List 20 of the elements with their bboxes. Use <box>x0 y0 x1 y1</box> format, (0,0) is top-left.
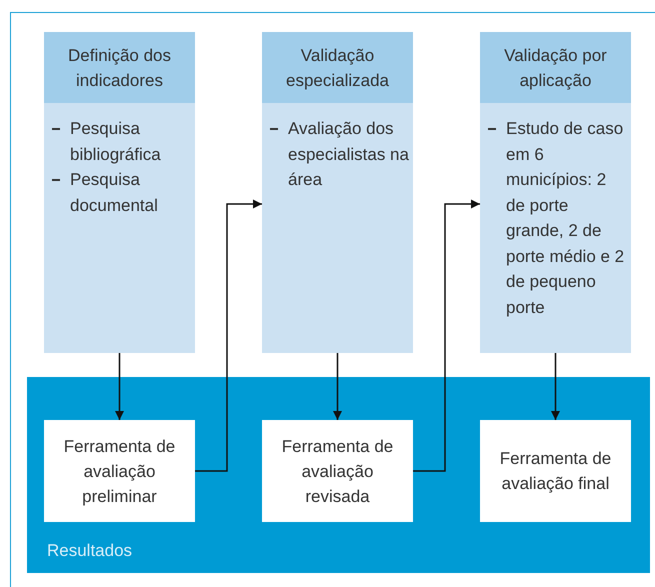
result-box: Ferramenta de avaliação final <box>480 420 631 522</box>
list-item-text: Pesquisa documental <box>70 169 159 216</box>
list-item-text: Estudo de caso em 6 municípios: 2 de porte grande, 2 de porte médio e 2 de pequeno porte <box>506 118 626 318</box>
results-band <box>27 377 650 573</box>
process-column <box>44 32 195 353</box>
list-item-text: Pesquisa bibliográfica <box>70 118 162 166</box>
list-item-text: Avaliação dos especialistas na área <box>288 118 409 191</box>
process-column <box>262 32 413 353</box>
arrow <box>195 200 262 472</box>
result-box: Ferramenta de avaliação preliminar <box>44 420 195 522</box>
process-column <box>480 32 631 353</box>
column-heading: Validação por aplicação <box>480 32 631 103</box>
result-box: Ferramenta de avaliação revisada <box>262 420 413 522</box>
band-label: Resultados <box>47 540 132 562</box>
column-heading: Definição dos indicadores <box>44 32 195 103</box>
arrow <box>551 353 560 420</box>
arrow <box>413 200 480 472</box>
arrow <box>115 353 124 420</box>
arrow <box>333 353 342 420</box>
column-heading: Validação especializada <box>262 32 413 103</box>
